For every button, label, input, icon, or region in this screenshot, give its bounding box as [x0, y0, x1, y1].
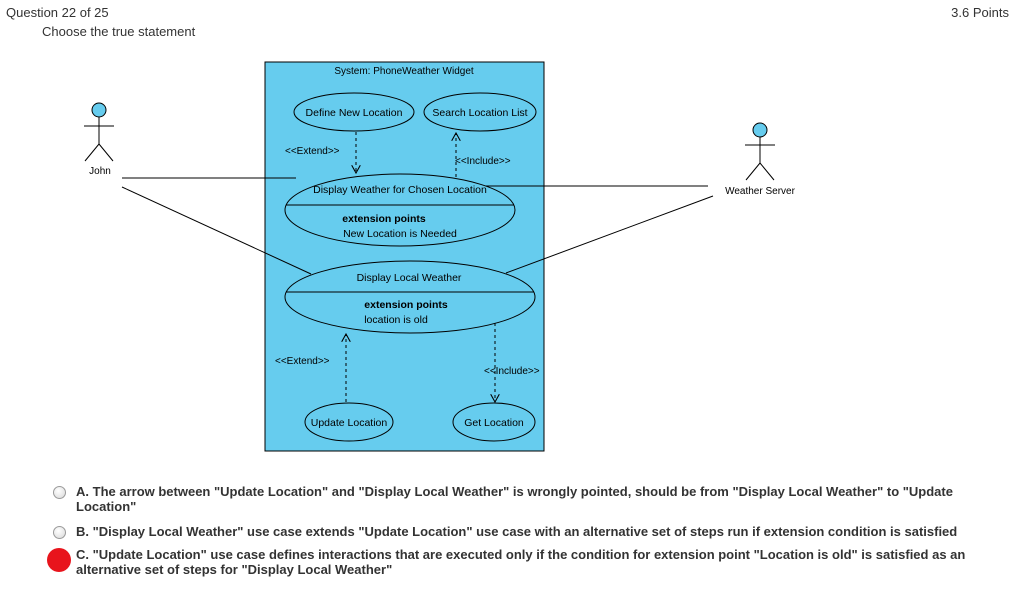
answer-text-a: The arrow between "Update Location" and … [76, 484, 953, 514]
radio-button-a[interactable] [53, 486, 66, 499]
use-case-display-local-weather-label: Display Local Weather [357, 272, 462, 284]
use-case-get-location-label: Get Location [464, 417, 524, 429]
answer-option-c[interactable]: C. "Update Location" use case defines in… [47, 547, 1003, 577]
actor-weather-server-label: Weather Server [725, 186, 796, 197]
use-case-search-location-list [423, 92, 537, 132]
actor-john-label: John [89, 166, 111, 177]
extension-point-new-location: New Location is Needed [343, 228, 457, 240]
answer-letter-b: B. [76, 524, 89, 539]
extension-points-title: extension points [364, 299, 448, 311]
association-server-display-local [505, 195, 714, 274]
actor-john [84, 102, 114, 162]
use-case-update-location [304, 402, 394, 442]
answer-letter-c: C. [76, 547, 89, 562]
extend-label-bottom: <<Extend>> [275, 356, 330, 367]
use-case-update-location-label: Update Location [311, 417, 388, 429]
extension-point-location-old: location is old [364, 314, 428, 326]
extension-points-title: extension points [342, 213, 426, 225]
answer-option-b[interactable]: B. "Display Local Weather" use case exte… [48, 524, 1003, 539]
include-label-bottom: <<Include>> [484, 366, 540, 377]
radio-button-c-selected[interactable] [47, 548, 71, 572]
use-case-search-location-list-label: Search Location List [432, 107, 527, 119]
actor-head [752, 122, 768, 138]
extend-label-top: <<Extend>> [285, 146, 340, 157]
actor-head [91, 102, 107, 118]
use-case-display-weather-chosen [284, 173, 516, 247]
question-points: 3.6 Points [951, 5, 1009, 20]
use-case-display-local-weather [284, 260, 536, 334]
use-case-display-weather-chosen-label: Display Weather for Chosen Location [313, 184, 487, 196]
answer-letter-a: A. [76, 484, 89, 499]
question-prompt: Choose the true statement [42, 24, 196, 39]
radio-button-b[interactable] [53, 526, 66, 539]
question-number: Question 22 of 25 [6, 5, 109, 20]
answer-options: A. The arrow between "Update Location" a… [47, 484, 1003, 577]
association-john-display-local [121, 186, 312, 275]
answer-text-b: "Display Local Weather" use case extends… [92, 524, 958, 539]
use-case-define-new-location [293, 92, 415, 132]
actor-weather-server [745, 122, 775, 181]
answer-option-a[interactable]: A. The arrow between "Update Location" a… [48, 484, 1003, 514]
answer-text-c: "Update Location" use case defines inter… [76, 547, 966, 577]
use-case-diagram: System: PhoneWeather Widget Define New L… [84, 61, 796, 452]
use-case-define-new-location-label: Define New Location [306, 107, 403, 119]
system-label: System: PhoneWeather Widget [334, 66, 474, 77]
include-label-top: <<Include>> [455, 156, 511, 167]
use-case-get-location [452, 402, 536, 442]
